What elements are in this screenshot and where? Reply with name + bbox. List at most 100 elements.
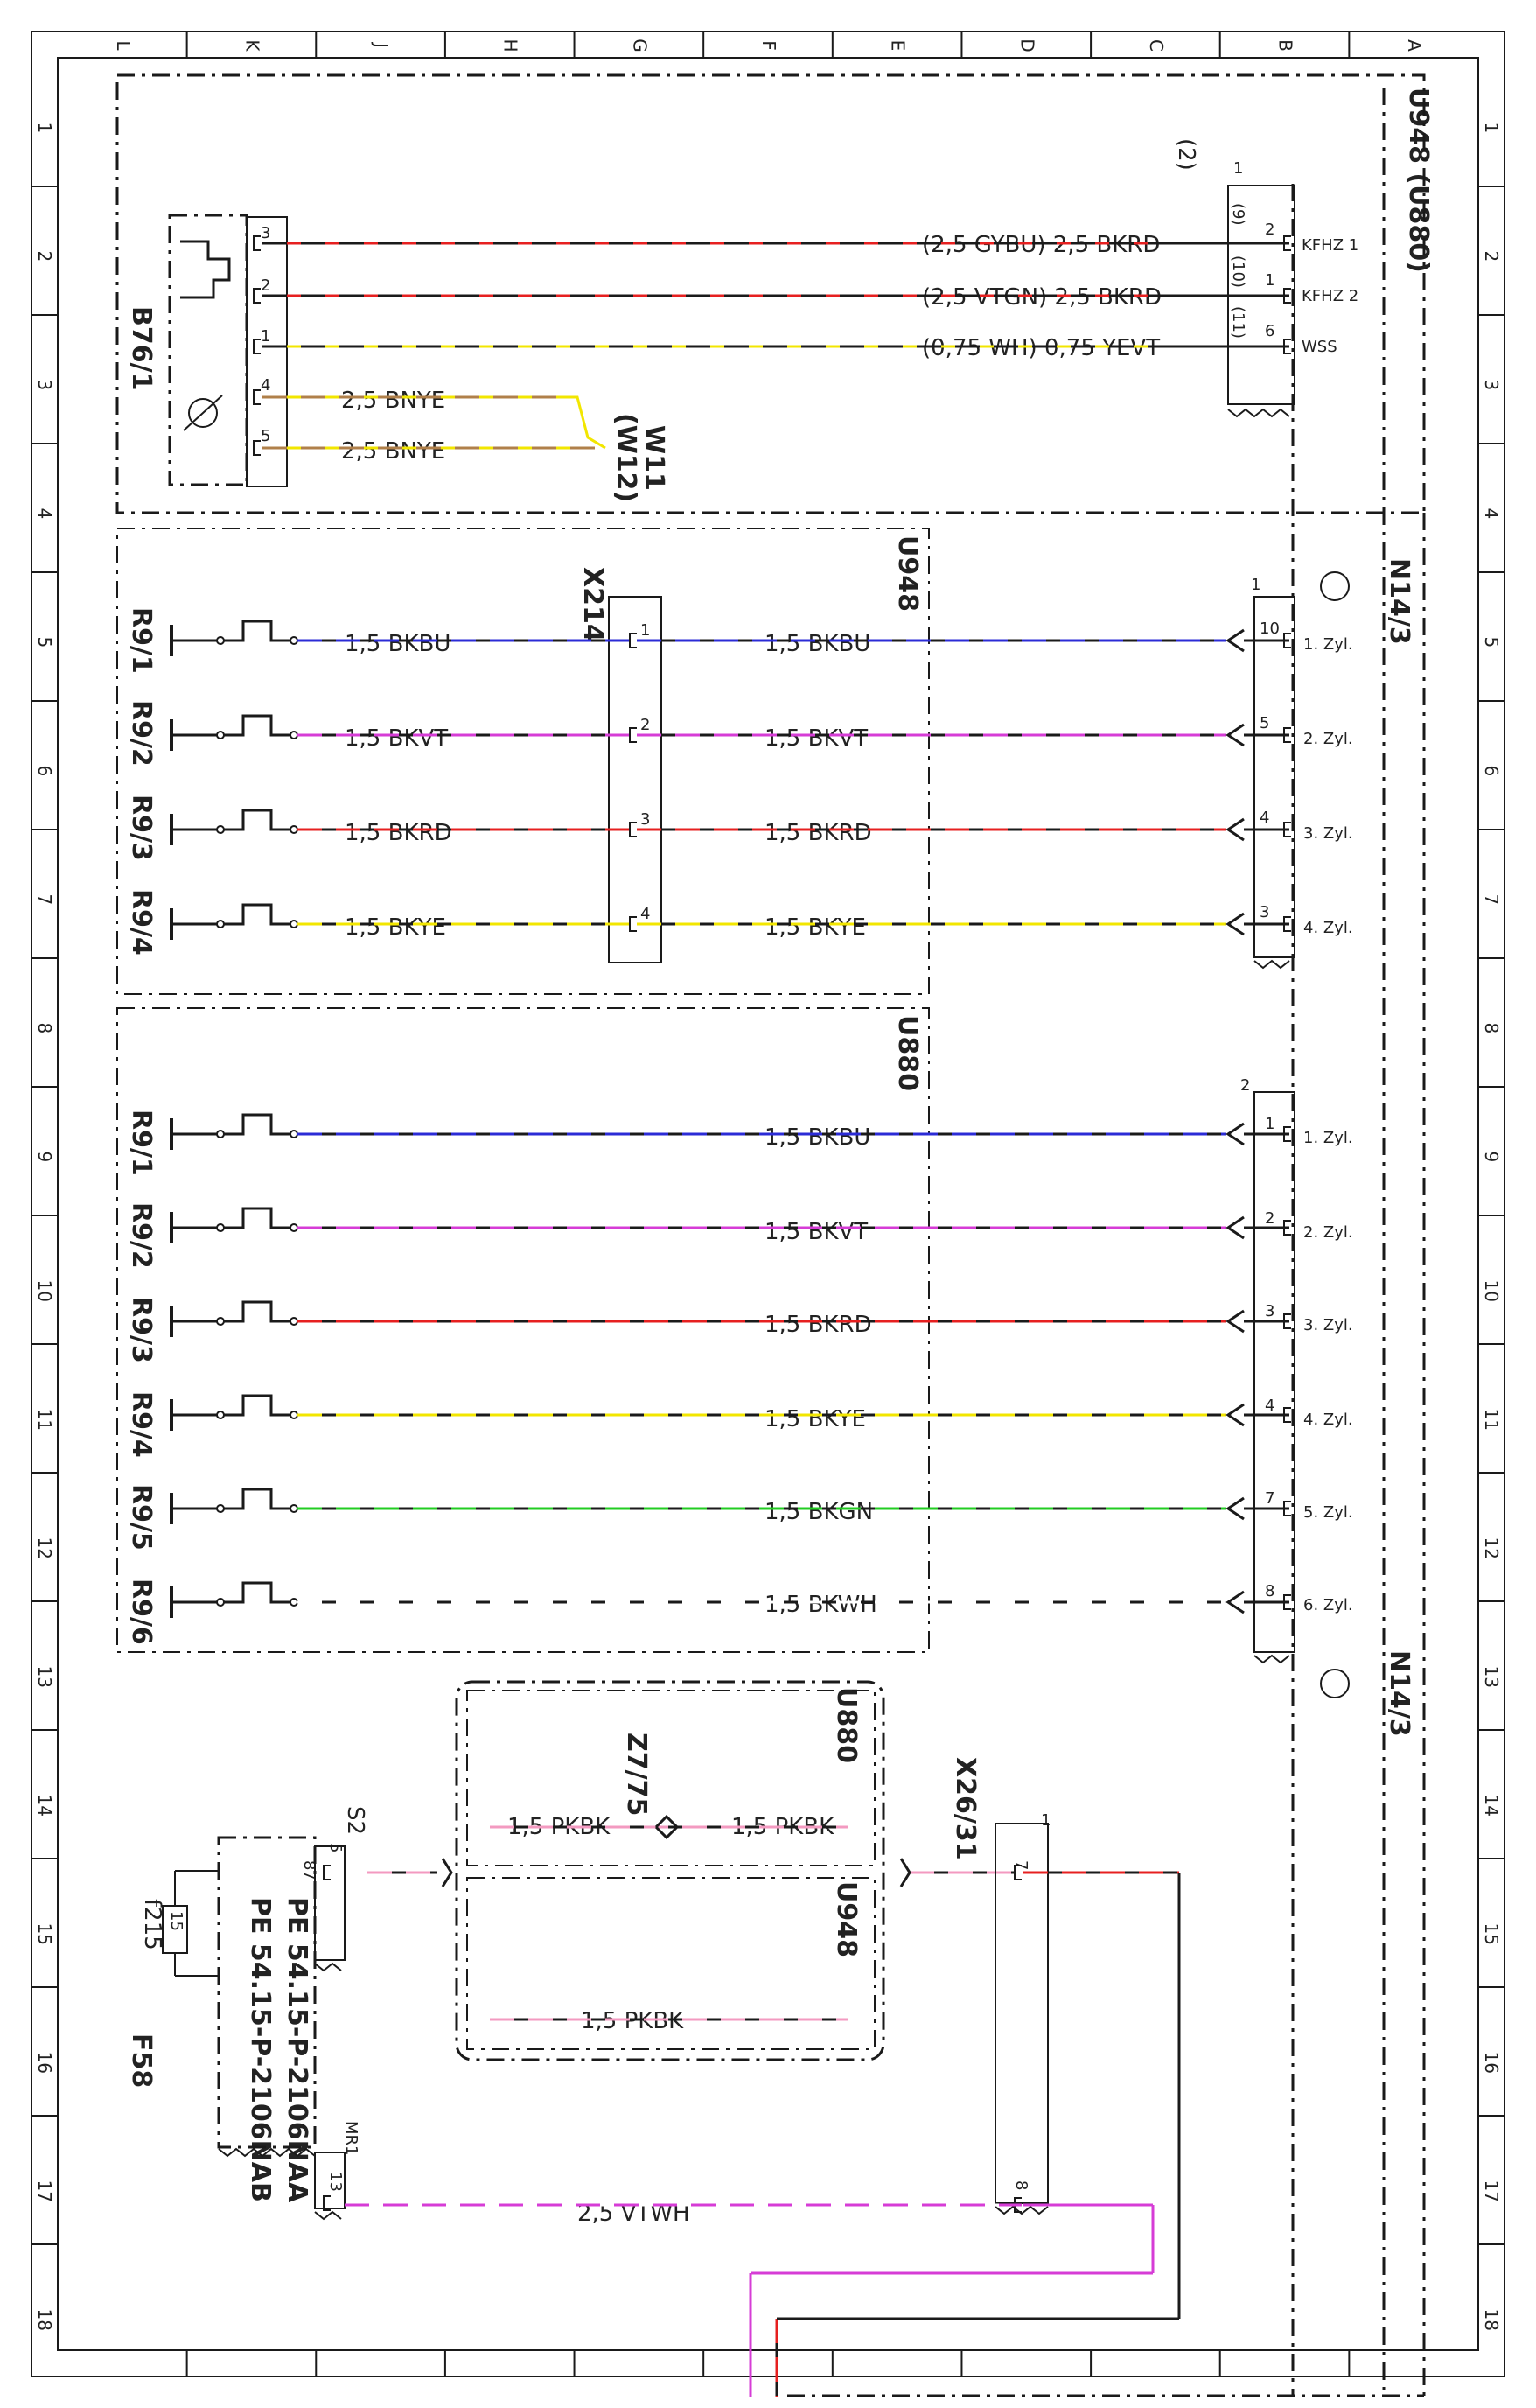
grid-col-label: L bbox=[113, 40, 134, 51]
outer-border bbox=[31, 31, 1505, 2377]
wire-label: 1,5 BKYE bbox=[345, 914, 446, 941]
pin-socket-icon bbox=[323, 1865, 331, 1880]
grid-row-label: 16 bbox=[1481, 2052, 1502, 2074]
b76-pin-label: 5 bbox=[261, 427, 270, 445]
sensor-contact-icon bbox=[290, 1410, 298, 1419]
pin-socket-icon bbox=[1283, 1220, 1291, 1236]
b76-transistor-icon bbox=[188, 398, 218, 428]
cylinder-label: 3. Zyl. bbox=[1303, 1316, 1353, 1334]
sensor-label: R9/1 bbox=[126, 607, 157, 674]
wire-label: 1,5 BKVT bbox=[345, 725, 448, 752]
connector-pin: 7 bbox=[1265, 1489, 1274, 1508]
knock-sensor-pulse-icon bbox=[224, 903, 290, 926]
pin-socket-icon bbox=[253, 440, 261, 456]
cylinder-label: 1. Zyl. bbox=[1303, 635, 1353, 654]
connector-pin: 2 bbox=[1265, 1209, 1274, 1228]
sensor-contact-icon bbox=[290, 920, 298, 928]
plug-arrow-icon bbox=[1225, 1309, 1245, 1334]
pe-frame-break bbox=[218, 2147, 316, 2158]
wire-label: 1,5 BKVT bbox=[765, 725, 868, 752]
plug-arrow-icon bbox=[1225, 723, 1245, 747]
sensor-label: R9/5 bbox=[126, 1484, 157, 1550]
grid-row-label: 18 bbox=[34, 2309, 55, 2331]
sensor-contact-icon bbox=[216, 1410, 225, 1419]
pin-socket-icon bbox=[1014, 1865, 1022, 1880]
pin-socket-icon bbox=[1283, 633, 1291, 648]
grid-row-label: 3 bbox=[34, 380, 55, 391]
grid-row-label: 11 bbox=[1481, 1409, 1502, 1431]
grid-row-label: 10 bbox=[1481, 1280, 1502, 1302]
grid-row-label: 13 bbox=[1481, 1666, 1502, 1688]
x26-num: 1 bbox=[1041, 1811, 1051, 1830]
grid-row-label: 12 bbox=[34, 1537, 55, 1559]
wires bbox=[115, 74, 1426, 2398]
sensor-label: R9/2 bbox=[126, 1202, 157, 1269]
pin-socket-icon bbox=[629, 633, 637, 648]
u880-ecu-break bbox=[1253, 1654, 1290, 1664]
b76-pin-label: 2 bbox=[261, 276, 270, 295]
wire-label: 1,5 BKGN bbox=[765, 1499, 873, 1525]
cylinder-label: 4. Zyl. bbox=[1303, 919, 1353, 937]
sensor-label: R9/6 bbox=[126, 1578, 157, 1645]
plug-arrow-icon bbox=[1225, 1590, 1245, 1614]
wire-label: 1,5 BKRD bbox=[765, 820, 872, 846]
sensor-label: R9/4 bbox=[126, 889, 157, 956]
x26-pin: 8 bbox=[1012, 2180, 1030, 2190]
b76-connector-pin: 6 bbox=[1265, 322, 1274, 340]
sensor-label: R9/3 bbox=[126, 1297, 157, 1363]
mr1-pin: 13 bbox=[326, 2172, 345, 2192]
pin-socket-icon bbox=[629, 916, 637, 932]
grid-row-label: 15 bbox=[1481, 1923, 1502, 1945]
grid-row-label: 8 bbox=[34, 1023, 55, 1034]
pin-socket-icon bbox=[1283, 822, 1291, 837]
u948-ecu-break bbox=[1253, 959, 1290, 970]
b76-connector-pin: 1 bbox=[1265, 271, 1274, 290]
knock-sensor-pulse-icon bbox=[224, 1394, 290, 1417]
b76-wire-label: 2,5 BNYE bbox=[341, 388, 445, 414]
wire-label: 1,5 BKRD bbox=[765, 1312, 872, 1338]
x214-pin: 1 bbox=[640, 621, 650, 640]
s2-pin: 5 bbox=[326, 1843, 345, 1852]
sensor-contact-icon bbox=[290, 636, 298, 645]
b76-ecu-connector bbox=[1227, 185, 1295, 405]
b76-ecu-break bbox=[1227, 408, 1290, 418]
b76-connector-pin: 2 bbox=[1265, 220, 1274, 239]
grid-col-label: K bbox=[241, 39, 262, 52]
plug-arrow-icon bbox=[1225, 1215, 1245, 1240]
frame-u948-u880 bbox=[115, 74, 1426, 514]
grid-col-label: B bbox=[1275, 39, 1296, 52]
pin-socket-icon bbox=[1283, 1501, 1291, 1516]
sensor-label: R9/3 bbox=[126, 794, 157, 861]
frame-label-n14-bottom: N14/3 bbox=[1384, 1650, 1414, 1737]
b76-connector-ref: (2) bbox=[1173, 138, 1199, 171]
grid-row-label: 2 bbox=[1481, 251, 1502, 262]
pe-reference: PE 54.15-P-2106NAB bbox=[245, 1897, 276, 2202]
wire-label: 1,5 BKBU bbox=[765, 631, 870, 657]
b76-pin-label: 1 bbox=[261, 327, 270, 346]
pin-socket-icon bbox=[1283, 916, 1291, 932]
ecu-pin-label: KFHZ 1 bbox=[1302, 236, 1358, 255]
grid-row-label: 16 bbox=[34, 2052, 55, 2074]
grid-col-label: E bbox=[888, 40, 909, 52]
knock-sensor-pulse-icon bbox=[224, 1581, 290, 1604]
grid-col-label: J bbox=[371, 41, 392, 48]
sensor-label: R9/1 bbox=[126, 1110, 157, 1176]
b76-wire-label: (0,75 WH) 0,75 YEVT bbox=[922, 335, 1160, 361]
grid-row-label: 5 bbox=[34, 637, 55, 648]
grid-row-label: 9 bbox=[1481, 1152, 1502, 1163]
pin-socket-icon bbox=[253, 339, 261, 354]
grid-col-label: F bbox=[758, 40, 779, 51]
wire-label: 1,5 BKYE bbox=[765, 1406, 866, 1432]
knock-sensor-pulse-icon bbox=[224, 1300, 290, 1323]
grid-row-label: 5 bbox=[1481, 637, 1502, 648]
x26-connector bbox=[995, 1823, 1049, 2204]
connector-pin: 1 bbox=[1265, 1115, 1274, 1133]
knock-sensor-pulse-icon bbox=[224, 714, 290, 737]
connector-pin: 4 bbox=[1260, 808, 1269, 827]
wire-label: 1,5 BKBU bbox=[345, 631, 450, 657]
fuse-label: f215 bbox=[139, 1899, 165, 1950]
cylinder-label: 6. Zyl. bbox=[1303, 1596, 1353, 1614]
grid-row-label: 17 bbox=[34, 2180, 55, 2202]
u880-plug-num: 2 bbox=[1240, 1076, 1250, 1095]
